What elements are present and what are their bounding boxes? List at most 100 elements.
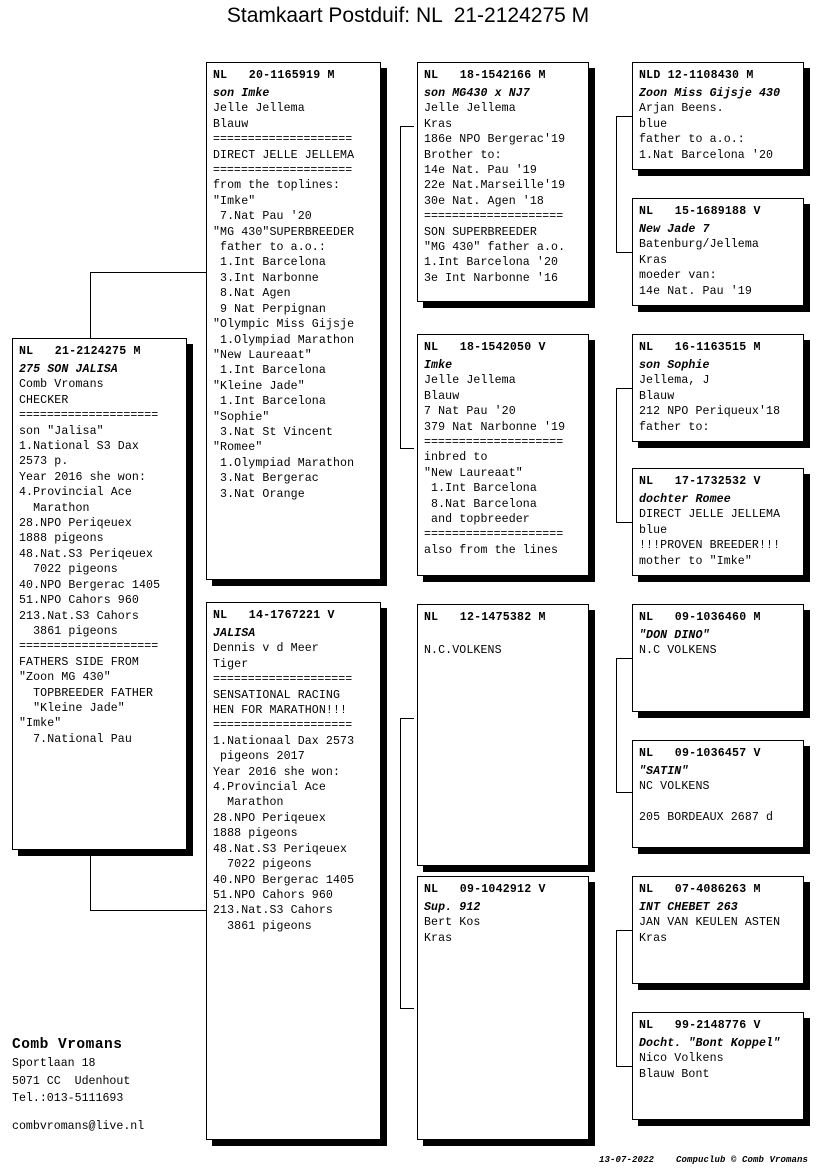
detail-line: 40.NPO Bergerac 1405 [19, 578, 161, 592]
detail-line: Jellema, J [639, 374, 710, 388]
connector-subject-bottom [90, 910, 206, 911]
detail-line: "Olympic Miss Gijsje [213, 318, 355, 332]
detail-line: 186e NPO Bergerac'19 [424, 133, 566, 147]
detail-line: CHECKER [19, 393, 69, 407]
detail-line: 7 Nat Pau '20 [424, 405, 516, 419]
pedigree-box-grandfather-maternal[interactable]: NL 12-1475382 M N.C.VOLKENS [417, 604, 589, 866]
detail-line: INT CHEBET 263 [639, 901, 738, 914]
ring-number: NL 20-1165919 M [213, 69, 335, 82]
detail-line: 51.NPO Cahors 960 [19, 594, 139, 608]
pedigree-box-great-6[interactable]: NL 09-1036457 V "SATIN"NC VOLKENS 205 BO… [632, 740, 804, 848]
detail-line: 28.NPO Periqeuex [19, 517, 132, 531]
connector-g2a-trunk [616, 116, 617, 252]
detail-line: 3.Nat Orange [213, 487, 305, 501]
detail-line: "SATIN" [639, 765, 689, 778]
detail-line: blue [639, 117, 668, 131]
detail-line: "DON DINO" [639, 629, 710, 642]
detail-line: Marathon [19, 501, 90, 515]
detail-line: ==================== [213, 133, 353, 147]
detail-line: 28.NPO Periqeuex [213, 811, 326, 825]
detail-line: 14e Nat. Pau '19 [424, 164, 537, 178]
connector-g1m-top [400, 718, 414, 719]
detail-line: Year 2016 she won: [213, 765, 341, 779]
connector-g1f-trunk [400, 126, 401, 448]
detail-line: ==================== [19, 409, 159, 423]
detail-line: 51.NPO Cahors 960 [213, 888, 333, 902]
detail-line: Blauw [213, 117, 249, 131]
detail-line: 14e Nat. Pau '19 [639, 284, 752, 298]
detail-line: 1888 pigeons [19, 532, 104, 546]
pedigree-box-great-5[interactable]: NL 09-1036460 M "DON DINO"N.C VOLKENS [632, 604, 804, 712]
detail-line: Bert Kos [424, 916, 481, 930]
connector-g2a-top [616, 116, 632, 117]
detail-line: SON SUPERBREEDER [424, 225, 537, 239]
connector-g2d-top [616, 930, 632, 931]
connector-g2d-trunk [616, 930, 617, 1066]
detail-line: 205 BORDEAUX 2687 d [639, 811, 774, 825]
detail-line: New Jade 7 [639, 223, 710, 236]
ring-number: NL 16-1163515 M [639, 341, 761, 354]
detail-line: 275 SON JALISA [19, 363, 118, 376]
detail-line: "Imke" [213, 194, 256, 208]
detail-line: FATHERS SIDE FROM [19, 655, 139, 669]
detail-line: Imke [424, 359, 453, 372]
pedigree-box-great-8[interactable]: NL 99-2148776 V Docht. "Bont Koppel"Nico… [632, 1012, 804, 1120]
ring-number: NL 17-1732532 V [639, 475, 761, 488]
owner-email: combvromans@live.nl [12, 1119, 145, 1133]
detail-line: Jelle Jellema [424, 374, 516, 388]
connector-g2b-bottom [616, 522, 632, 523]
detail-line: father to: [639, 420, 710, 434]
ring-number: NL 21-2124275 M [19, 345, 141, 358]
detail-line: moeder van: [639, 269, 717, 283]
detail-line: "Kleine Jade" [213, 379, 305, 393]
owner-block: Comb Vromans Sportlaan 18 5071 CC Udenho… [12, 1035, 202, 1135]
detail-line: 379 Nat Narbonne '19 [424, 420, 566, 434]
ring-number: NL 14-1767221 V [213, 609, 335, 622]
footer-credits: 13-07-2022 Compuclub © Comb Vromans [598, 1155, 808, 1165]
detail-line: Marathon [213, 796, 284, 810]
detail-line: 1.Int Barcelona [213, 256, 326, 270]
detail-line: HEN FOR MARATHON!!! [213, 704, 348, 718]
detail-line: 8.Nat Barcelona [424, 497, 537, 511]
connector-subject-top [90, 272, 206, 273]
detail-line: 7.Nat Pau '20 [213, 210, 312, 224]
detail-line: 4.Provincial Ace [213, 781, 326, 795]
detail-line: "Kleine Jade" [19, 701, 125, 715]
owner-address-line2: 5071 CC Udenhout [12, 1074, 131, 1088]
detail-line: Blauw Bont [639, 1067, 710, 1081]
detail-line: 1.Olympiad Marathon [213, 333, 355, 347]
detail-lines: "DON DINO"N.C VOLKENS [633, 628, 803, 659]
connector-g1f-bottom [400, 448, 414, 449]
detail-line: "MG 430"SUPERBREEDER [213, 225, 355, 239]
ring-number: NLD 12-1108430 M [639, 69, 754, 82]
detail-line: NC VOLKENS [639, 780, 710, 794]
detail-line: dochter Romee [639, 493, 731, 506]
ring-number: NL 09-1042912 V [424, 883, 546, 896]
detail-line: Kras [639, 931, 668, 945]
detail-line: ==================== [424, 436, 564, 450]
detail-line: JALISA [213, 627, 256, 640]
detail-line: 7022 pigeons [19, 563, 118, 577]
detail-line: 3.Nat St Vincent [213, 425, 333, 439]
connector-g1m-trunk [400, 718, 401, 1008]
detail-line: Nico Volkens [639, 1052, 724, 1066]
detail-line: "Imke" [19, 717, 62, 731]
owner-name: Comb Vromans [12, 1037, 123, 1053]
